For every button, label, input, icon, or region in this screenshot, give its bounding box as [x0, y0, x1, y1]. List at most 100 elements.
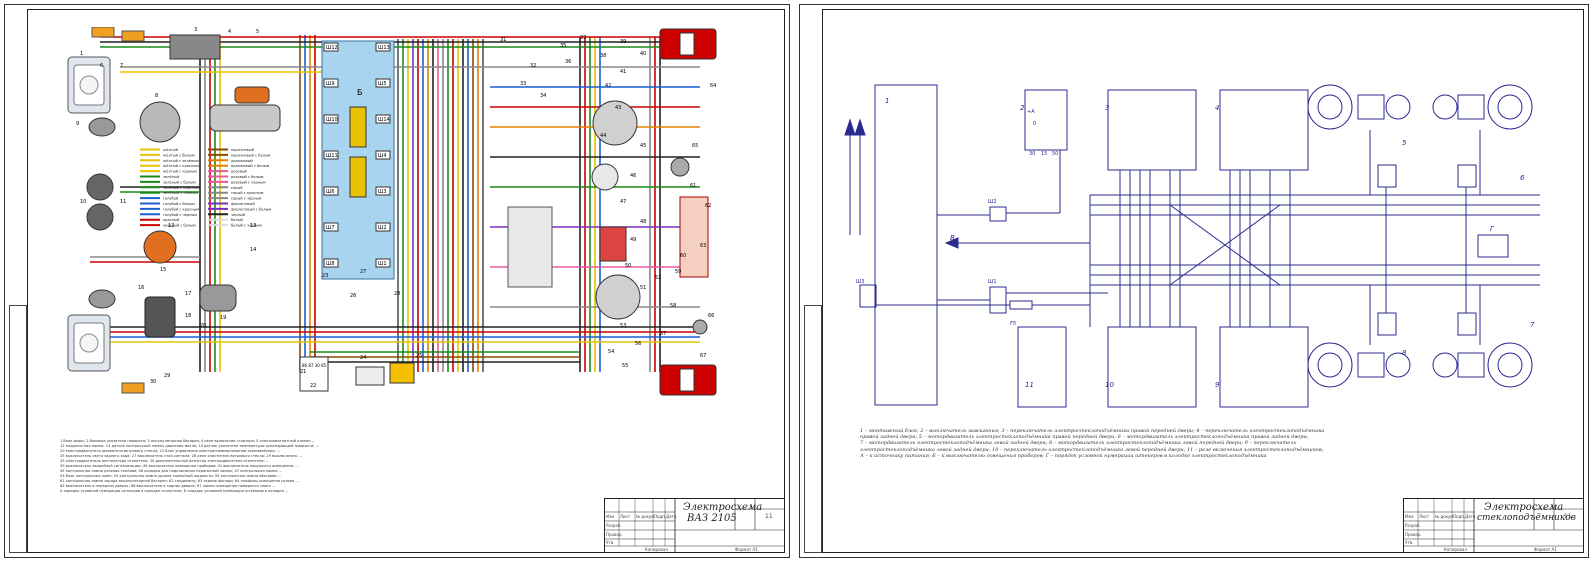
- rear-lamp-top: [659, 28, 717, 60]
- legend-entry: зелёный с чёрным: [163, 191, 198, 195]
- stamp-label-checker: Провер.: [1405, 532, 1422, 537]
- connector-label: Ш6: [326, 189, 335, 195]
- ignition-coil: [144, 296, 176, 338]
- legend-entry: красный с белым: [163, 224, 196, 228]
- legend-entry: голубой: [163, 197, 179, 201]
- legend-entry: голубой с белым: [163, 202, 195, 206]
- label-4: 4: [1215, 104, 1219, 112]
- component-number: 64: [710, 83, 716, 89]
- legend-entry: оранжевый с белым: [231, 164, 270, 168]
- connector-label: Ш12: [326, 45, 338, 51]
- right-title-line2: стеклоподъёмников: [1477, 513, 1576, 523]
- connector-box: [375, 258, 391, 268]
- motor-7: [1432, 342, 1533, 388]
- component-number: 22: [310, 383, 316, 389]
- connector-box: [375, 78, 391, 88]
- footer-format: Формат А1: [1534, 547, 1557, 552]
- right-title-block: Изм. Лист № докум. Подп. Дата Разраб. Пр…: [1403, 498, 1584, 553]
- stamp-label-developer: Разраб.: [606, 523, 622, 528]
- rear-lamp-bottom: [659, 364, 717, 396]
- component-number: 55: [622, 363, 628, 369]
- headlight-washer-motor-top: [88, 117, 116, 137]
- front-turn-lamp-bottom: [121, 382, 145, 394]
- battery: [169, 34, 221, 60]
- stamp-label-date: Дата: [1465, 514, 1476, 519]
- stamp-label-approved: Утв.: [1405, 540, 1414, 545]
- component-number: 42: [605, 83, 611, 89]
- label-6: 6: [1520, 174, 1525, 182]
- starter: [209, 104, 281, 132]
- note-line: 65 выключатель в передних дверях; 66 вык…: [60, 484, 276, 488]
- rear-window-heater: [679, 196, 709, 278]
- component-number: 40: [640, 51, 646, 57]
- note-line: 7 – мотордвигатель электростеклоподъёмни…: [860, 440, 1297, 447]
- component-number: 28: [394, 291, 400, 297]
- note-line: электростеклоподъёмника левой задней две…: [860, 446, 1324, 453]
- legend-entry: зелёный с красным: [163, 186, 200, 190]
- note-line: 20 электродвигатель омывателя ветрового …: [60, 449, 281, 453]
- connector-label: Ш5: [378, 81, 387, 87]
- mounting-block: Б: [321, 40, 395, 280]
- connector-box: [323, 150, 339, 160]
- legend-entry: розовый с белым: [231, 175, 264, 179]
- legend-entry: розовый: [231, 170, 248, 174]
- legend-entry: коричневый с белым: [231, 153, 271, 157]
- connector-box: [375, 150, 391, 160]
- connector-label: Ш7: [326, 225, 335, 231]
- label-2: 2: [1020, 104, 1025, 112]
- right-sheet-side-strip: [804, 305, 822, 553]
- note-line: 25 выключатель света заднего хода; 27 вы…: [60, 454, 303, 458]
- horn-bottom: [86, 203, 114, 231]
- legend-entry: зелёный с белым: [163, 180, 196, 184]
- left-drawing-frame: [27, 9, 785, 553]
- left-sheet-number: 11: [765, 513, 773, 520]
- switch-4: [1219, 89, 1309, 171]
- left-title-line1: Электросхема: [683, 502, 763, 513]
- motor-5: [1307, 84, 1411, 130]
- legend-entry: зелёный: [163, 175, 180, 179]
- note-line: 39 выключатель аварийной сигнализации; 4…: [60, 464, 299, 468]
- connector-sh3: [859, 284, 877, 308]
- component-number: 60: [680, 253, 686, 259]
- connector-box: [323, 42, 339, 52]
- component-number: 49: [630, 237, 636, 243]
- starter-solenoid: [234, 86, 270, 104]
- connector-box: [323, 114, 339, 124]
- legend-entry: чёрный: [231, 213, 246, 217]
- component-number: 43: [615, 105, 621, 111]
- fuse-f5-label: F5: [1010, 321, 1016, 327]
- connector-label: Ш1: [378, 261, 387, 267]
- component-number: 1: [80, 51, 83, 57]
- component-number: 16: [138, 285, 144, 291]
- motor-8-connector: [1377, 312, 1397, 336]
- label-7: 7: [1530, 321, 1535, 329]
- label-8: 8: [1402, 349, 1407, 357]
- component-number: 37: [580, 35, 586, 41]
- footer-format: Формат А1: [735, 547, 758, 552]
- hazard-switch: [389, 362, 415, 384]
- component-number: 26: [350, 293, 356, 299]
- component-number: 36: [565, 59, 571, 65]
- component-number: 57: [660, 331, 666, 337]
- legend-entry: жёлтый с красным: [163, 164, 199, 168]
- component-number: 17: [185, 291, 191, 297]
- instrument-cluster-top: [592, 100, 638, 146]
- component-number: 18: [185, 313, 191, 319]
- switch-3: [1107, 89, 1197, 171]
- legend-entry: жёлтый с белым: [163, 153, 195, 157]
- label-10: 10: [1105, 381, 1114, 389]
- legend-entry: коричневый: [231, 148, 255, 152]
- ignition-pin-15: 15: [1041, 151, 1047, 157]
- component-number: 48: [640, 219, 646, 225]
- component-number: 35: [560, 43, 566, 49]
- component-number: 4: [228, 29, 231, 35]
- component-number: 61: [690, 183, 696, 189]
- component-number: 9: [76, 121, 79, 127]
- component-number: 30: [150, 379, 156, 385]
- left-title-block: Изм. Лист № докум. Подп. Дата Разраб. Пр…: [604, 498, 785, 553]
- mounting-block-1: [874, 84, 938, 406]
- stamp-label-sheet: Лист: [620, 514, 631, 519]
- headlight-block-top: [67, 56, 111, 114]
- stamp-label-approved: Утв.: [606, 540, 615, 545]
